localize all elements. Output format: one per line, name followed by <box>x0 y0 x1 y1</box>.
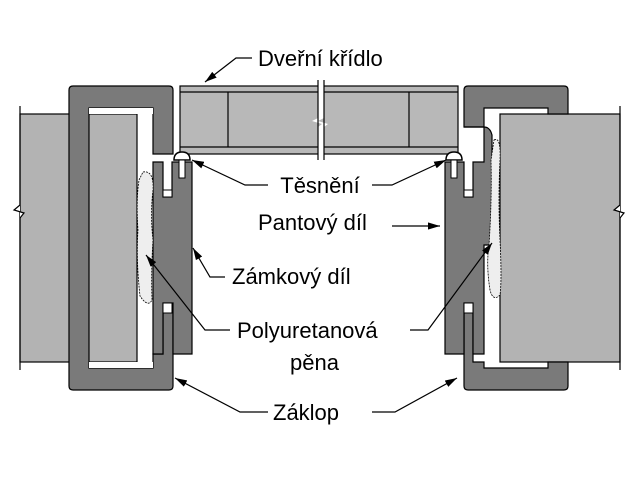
label-seal: Těsnění <box>280 173 360 198</box>
right-foam <box>487 139 502 298</box>
label-cover: Záklop <box>273 400 339 425</box>
label-hinge-part: Pantový díl <box>258 210 367 235</box>
label-foam-line1: Polyuretanová <box>237 318 378 343</box>
left-seal <box>173 151 191 179</box>
left-cover-zaklop <box>68 85 174 391</box>
right-wall <box>499 106 626 370</box>
left-foam <box>136 171 154 304</box>
door-leaf <box>179 80 459 160</box>
right-seal <box>445 151 463 179</box>
leader-lines <box>145 57 493 413</box>
label-foam-line2: pěna <box>290 350 340 375</box>
right-hinge-part <box>444 126 493 355</box>
label-lock-part: Zámkový díl <box>232 264 351 289</box>
left-lock-part <box>152 161 193 355</box>
right-cover-zaklop <box>463 85 569 391</box>
label-door-leaf: Dveřní křídlo <box>258 46 383 71</box>
